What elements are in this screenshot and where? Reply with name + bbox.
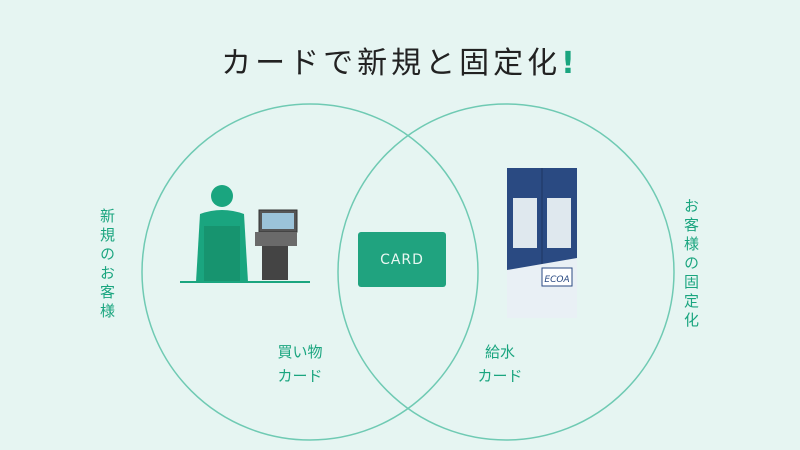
- pos-register-icon: [255, 209, 298, 280]
- left-circle-label-line1: 買い物: [277, 343, 323, 361]
- right-circle: [337, 103, 675, 441]
- right-circle-label-line1: 給水: [484, 343, 515, 361]
- title-text: カードで新規と固定化: [221, 46, 562, 81]
- water-vending-machine-icon: ECOA: [507, 168, 577, 318]
- page-title: カードで新規と固定化!: [0, 38, 800, 82]
- exclamation-mark: !: [561, 46, 579, 81]
- card-label: CARD: [380, 251, 424, 268]
- right-circle-label: 給水 カード: [440, 340, 560, 388]
- right-circle-label-line2: カード: [477, 367, 523, 385]
- left-circle: [141, 103, 479, 441]
- right-side-label: お客様の固定化: [682, 198, 700, 331]
- left-circle-label: 買い物 カード: [240, 340, 360, 388]
- left-circle-label-line2: カード: [277, 367, 323, 385]
- shop-clerk-icon: [180, 185, 310, 283]
- card-graphic: CARD: [358, 232, 446, 287]
- left-side-label: 新規のお客様: [98, 208, 116, 322]
- machine-logo-text: ECOA: [544, 275, 569, 285]
